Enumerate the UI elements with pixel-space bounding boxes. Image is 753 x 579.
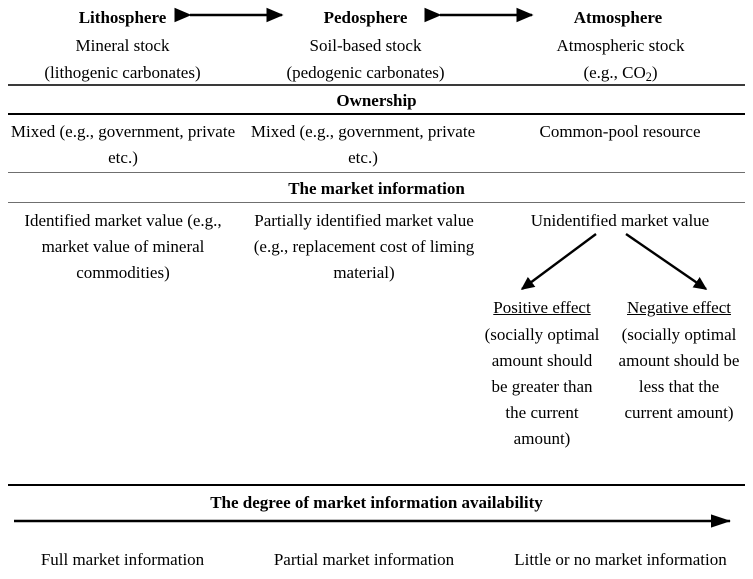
effect-detail-positive: (socially optimal amount should be great… (484, 325, 600, 448)
ownership-atmosphere: Common-pool resource (539, 122, 701, 141)
divider-availability-top (8, 484, 745, 486)
stock-line-lithosphere-1: Mineral stock (75, 36, 170, 55)
stock-line-atmosphere-1: Atmospheric stock (556, 36, 685, 55)
stock-line-atmosphere-2: (e.g., CO2) (508, 60, 733, 90)
band-title-market-information: The market information (288, 179, 465, 198)
effect-detail-negative: (socially optimal amount should be less … (618, 325, 740, 422)
arrow-to-negative-effect (625, 233, 708, 290)
stock-line-pedosphere-2: (pedogenic carbonates) (286, 63, 445, 82)
effect-label-negative: Negative effect (627, 298, 731, 317)
availability-little: Little or no market information (514, 550, 727, 569)
availability-partial: Partial market information (273, 550, 455, 569)
column-header-pedosphere: Pedosphere (323, 8, 408, 27)
band-title-availability: The degree of market information availab… (210, 493, 543, 512)
stock-line-pedosphere-1: Soil-based stock (309, 36, 422, 55)
co2-prefix: (e.g., CO (583, 63, 646, 82)
divider-market-info-top (8, 202, 745, 203)
divider-after-stocks (8, 84, 745, 86)
market-info-pedosphere: Partially identified market value (e.g.,… (253, 211, 475, 282)
stock-line-lithosphere-2: (lithogenic carbonates) (44, 63, 201, 82)
ownership-lithosphere: Mixed (e.g., government, private etc.) (10, 122, 236, 167)
availability-full: Full market information (40, 550, 205, 569)
market-info-lithosphere: Identified market value (e.g., market va… (24, 211, 222, 282)
effect-label-positive: Positive effect (493, 298, 591, 317)
co2-suffix: ) (651, 63, 658, 82)
divider-ownership-top (8, 113, 745, 115)
column-header-atmosphere: Atmosphere (573, 8, 663, 27)
divider-ownership-bottom (8, 172, 745, 173)
ownership-pedosphere: Mixed (e.g., government, private etc.) (250, 122, 476, 167)
band-title-ownership: Ownership (336, 91, 417, 110)
column-header-lithosphere: Lithosphere (78, 8, 167, 27)
market-info-atmosphere: Unidentified market value (530, 211, 710, 230)
arrow-to-positive-effect (520, 233, 597, 290)
co2-subscript: 2 (645, 70, 652, 85)
